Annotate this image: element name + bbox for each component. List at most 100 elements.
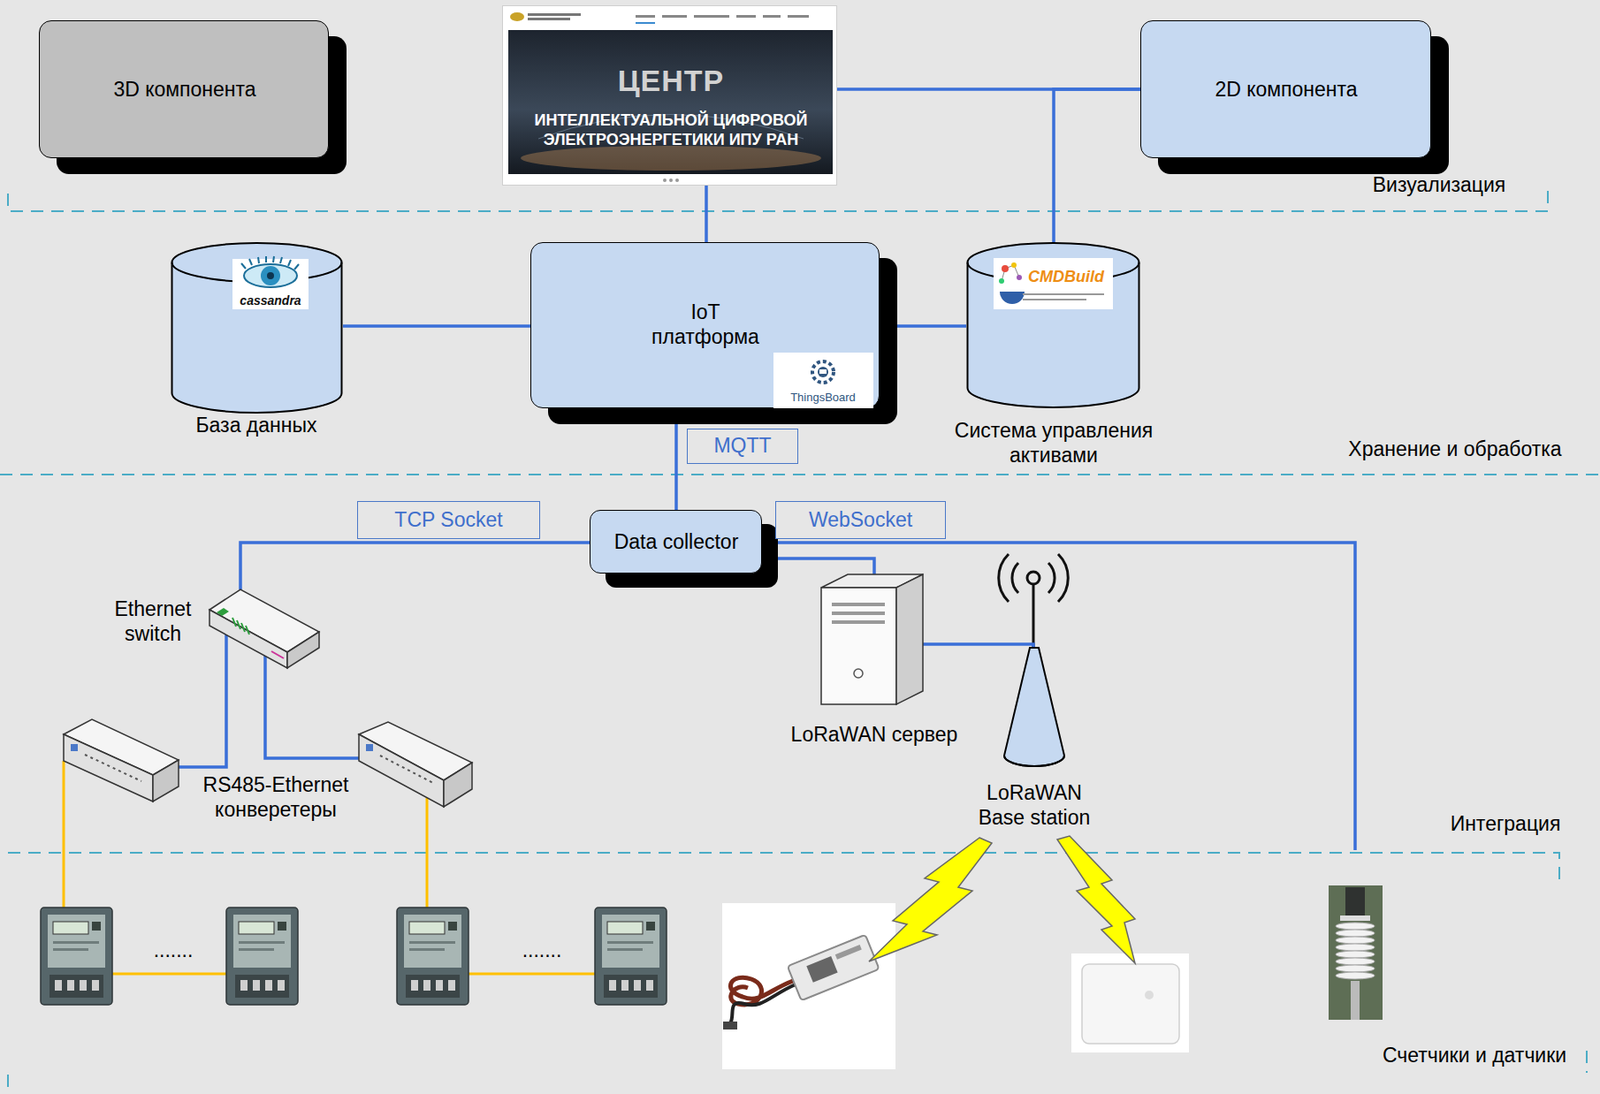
node-caption: База данных — [159, 413, 354, 439]
connector-line — [342, 324, 531, 328]
connector-line — [922, 644, 1034, 648]
shape-rect — [1340, 915, 1371, 922]
shape-circle — [853, 669, 863, 679]
shape-path — [176, 623, 227, 768]
shape-rect — [806, 956, 838, 983]
shape-ellipse — [1335, 944, 1375, 952]
connector-line — [761, 558, 875, 575]
logo-text: CMDBuild — [1020, 267, 1113, 288]
thingsboard-logo: ThingsBoard — [773, 352, 874, 409]
cylinder-shape — [170, 242, 343, 414]
shape-rect — [1350, 981, 1360, 1021]
shape-circle — [662, 178, 667, 183]
shape-circle — [1027, 571, 1040, 585]
shape-rect — [1081, 964, 1180, 1044]
shape-polygon — [358, 734, 444, 808]
shape-path — [172, 243, 343, 413]
box-title: Data collector — [592, 530, 761, 556]
cylinder-shape — [966, 242, 1141, 409]
shape-rect — [993, 258, 1113, 310]
ethernet-switch: Ethernet switch — [209, 589, 320, 674]
shape-rect — [762, 15, 781, 18]
electric-meter — [594, 907, 667, 1006]
shape-path — [1048, 563, 1055, 594]
shape-rect — [821, 587, 897, 705]
shape-g — [787, 935, 880, 1002]
shape-ellipse — [1335, 937, 1375, 945]
box-title: IoT платформа — [647, 300, 763, 350]
layer-divider — [0, 190, 1600, 1094]
shape-rect — [635, 15, 656, 18]
platform-box: IoT платформаThingsBoard — [530, 242, 880, 409]
lorawan-cable-sensor — [722, 903, 896, 1070]
layer-label: Интеграция — [1417, 812, 1594, 838]
shape-rect — [831, 602, 885, 607]
layer-label: Визуализация — [1324, 173, 1555, 199]
shape-circle — [817, 366, 829, 378]
shape-rect — [70, 744, 78, 752]
shape-polygon — [63, 734, 153, 802]
shape-rect — [723, 1021, 738, 1030]
base-station-icon: LoRaWAN Base station — [1002, 647, 1067, 770]
banner-heading: ЦЕНТР — [525, 62, 817, 100]
weather-sensor — [1328, 885, 1383, 1021]
banner-subtitle: ИНТЕЛЛЕКТУАЛЬНОЙ ЦИФРОВОЙ ЭЛЕКТРОЭНЕРГЕТ… — [516, 110, 826, 151]
shape-path — [0, 473, 1600, 476]
shape-ellipse — [1335, 951, 1375, 959]
shape-rect — [527, 13, 581, 16]
rs485-converter — [358, 722, 473, 808]
shape-rect — [787, 935, 880, 1002]
server-icon: LoRaWAN сервер — [821, 574, 923, 705]
shape-rect — [1345, 887, 1365, 918]
node-caption: Ethernet switch — [103, 597, 203, 647]
connector-line — [704, 185, 709, 243]
website-screenshot: ЦЕНТР ИНТЕЛЛЕКТУАЛЬНОЙ ЦИФРОВОЙ ЭЛЕКТРОЭН… — [502, 5, 838, 186]
server-art — [821, 574, 923, 705]
component-box: 3D компонента — [38, 20, 329, 159]
layer-label: ....... — [497, 938, 587, 964]
electric-meter — [40, 907, 113, 1006]
connector-line — [240, 542, 590, 590]
shape-path — [7, 853, 1560, 880]
shape-path — [1012, 563, 1019, 594]
shape-ellipse — [1335, 929, 1375, 938]
shape-path — [7, 1074, 9, 1094]
shape-rect — [1328, 885, 1383, 1021]
shape-path — [1004, 755, 1065, 767]
shape-polygon — [1057, 836, 1136, 964]
shape-path — [1001, 265, 1020, 282]
shape-g — [821, 574, 923, 705]
shape-path — [1585, 1051, 1588, 1074]
shape-rect — [1022, 298, 1087, 301]
shape-path — [707, 542, 1356, 851]
shape-ellipse — [520, 145, 822, 171]
shape-g — [209, 589, 320, 669]
protocol-label: MQTT — [686, 428, 799, 465]
shape-polygon — [896, 574, 923, 705]
shape-path — [7, 190, 1548, 212]
radio-waves — [998, 554, 1069, 650]
shape-rect — [787, 15, 809, 18]
shape-rect — [1022, 293, 1105, 296]
shape-circle — [675, 178, 679, 183]
rs485-converter — [63, 719, 179, 802]
collector-box: Data collector — [589, 510, 762, 574]
shape-rect — [1071, 953, 1189, 1053]
shape-ellipse — [1335, 922, 1375, 930]
shape-ellipse — [1335, 958, 1375, 966]
shape-path — [265, 649, 361, 759]
shape-path — [380, 755, 434, 784]
shape-rect — [365, 744, 374, 752]
shape-rect — [662, 15, 687, 18]
node-caption: LoRaWAN сервер — [759, 723, 990, 748]
shape-circle — [260, 266, 281, 286]
shape-rect — [693, 15, 730, 18]
shape-polygon — [209, 609, 288, 669]
shape-path — [999, 291, 1025, 305]
shape-polygon — [216, 608, 229, 617]
lightning-bolt — [868, 836, 1136, 964]
layer-label: Счетчики и датчики — [1359, 1043, 1590, 1069]
